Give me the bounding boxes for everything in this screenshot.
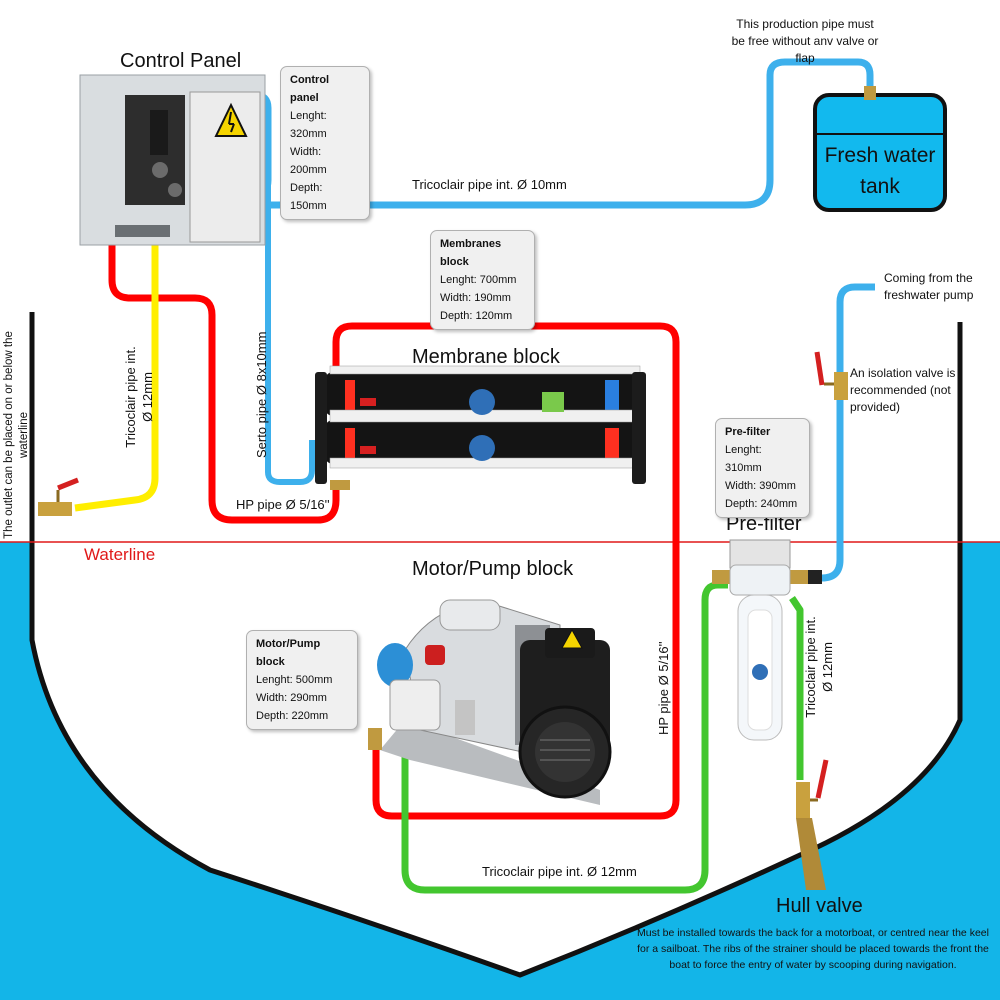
prefilter-pipe-label: Tricoclair pipe int. Ø 12mm [803, 616, 835, 718]
prefilter-intake-pipe [789, 596, 804, 780]
spec-depth: Depth: 240mm [725, 498, 798, 510]
prefilter-title: Pre-filter [726, 513, 802, 535]
control-panel-unit [79, 74, 266, 246]
tank-connector [864, 86, 876, 100]
hull-outline [29, 312, 963, 978]
intake-pipe-label: Tricoclair pipe int. Ø 12mm [482, 864, 637, 879]
motor-pump-unit [368, 599, 612, 805]
spec-title: Pre-filter [725, 426, 771, 438]
spec-length: Lenght: 500mm [256, 674, 333, 686]
warning-sign-icon [214, 102, 248, 137]
membrane-block-unit [315, 365, 646, 490]
spec-width: Width: 390mm [725, 480, 796, 492]
spec-width: Width: 290mm [256, 692, 327, 704]
membranes-spec-card: Membranes block Lenght: 700mm Width: 190… [430, 230, 535, 330]
isolation-valve-icon [814, 351, 848, 400]
prefilter-unit [712, 539, 822, 741]
spec-length: Lenght: 700mm [440, 274, 517, 286]
fresh-water-tank [813, 93, 947, 212]
freshwater-pump-note: Coming from the freshwater pump [884, 271, 974, 302]
spec-title: Membranes block [440, 238, 502, 268]
spec-width: Width: 200mm [290, 146, 327, 176]
motor-pump-title: Motor/Pump block [412, 558, 574, 580]
spec-depth: Depth: 120mm [440, 310, 513, 322]
hp-pipe-label-1: HP pipe Ø 5/16'' [236, 497, 330, 512]
intake-pipe [401, 581, 728, 894]
spec-title: Control panel [290, 74, 330, 104]
spec-depth: Depth: 220mm [256, 710, 329, 722]
tank-label: Fresh water tank [824, 144, 936, 198]
serto-pipe [265, 185, 315, 485]
serto-pipe-label: Serto pipe Ø 8x10mm [254, 331, 269, 458]
spec-length: Lenght: 320mm [290, 110, 327, 140]
drain-pipe-label: Tricoclair pipe int. Ø 12mm [123, 346, 155, 448]
production-pipe-note: This production pipe must be free withou… [731, 17, 879, 65]
motor-pump-spec-card: Motor/Pump block Lenght: 500mm Width: 29… [246, 630, 358, 730]
spec-length: Lenght: 310mm [725, 444, 762, 474]
motor-warning-icon [561, 628, 583, 649]
drain-pipe [74, 240, 159, 512]
hull-valve-title: Hull valve [776, 895, 863, 917]
isolation-valve-note: An isolation valve is recommended (not p… [850, 366, 956, 414]
waterline-label: Waterline [84, 545, 156, 564]
fresh-pipe-label: Tricoclair pipe int. Ø 10mm [412, 177, 567, 192]
hp-pipe-pump [332, 322, 680, 820]
spec-title: Motor/Pump block [256, 638, 321, 668]
control-panel-spec-card: Control panel Lenght: 320mm Width: 200mm… [280, 66, 370, 220]
hull-valve-icon [796, 759, 829, 890]
spec-depth: Depth: 150mm [290, 182, 327, 212]
spec-width: Width: 190mm [440, 292, 511, 304]
outlet-valve-icon [38, 477, 79, 516]
control-panel-title: Control Panel [120, 50, 242, 72]
fresh-water-pipe [136, 58, 874, 209]
outlet-note: The outlet can be placed on or below the… [3, 331, 30, 539]
membrane-block-title: Membrane block [412, 346, 560, 368]
hp-pipe-control [108, 240, 340, 524]
hp-pipe-label-2: HP pipe Ø 5/16'' [656, 641, 671, 735]
hull-valve-note: Must be installed towards the back for a… [637, 927, 989, 971]
freshwater-pump-pipe [808, 283, 875, 582]
prefilter-spec-card: Pre-filter Lenght: 310mm Width: 390mm De… [715, 418, 810, 518]
